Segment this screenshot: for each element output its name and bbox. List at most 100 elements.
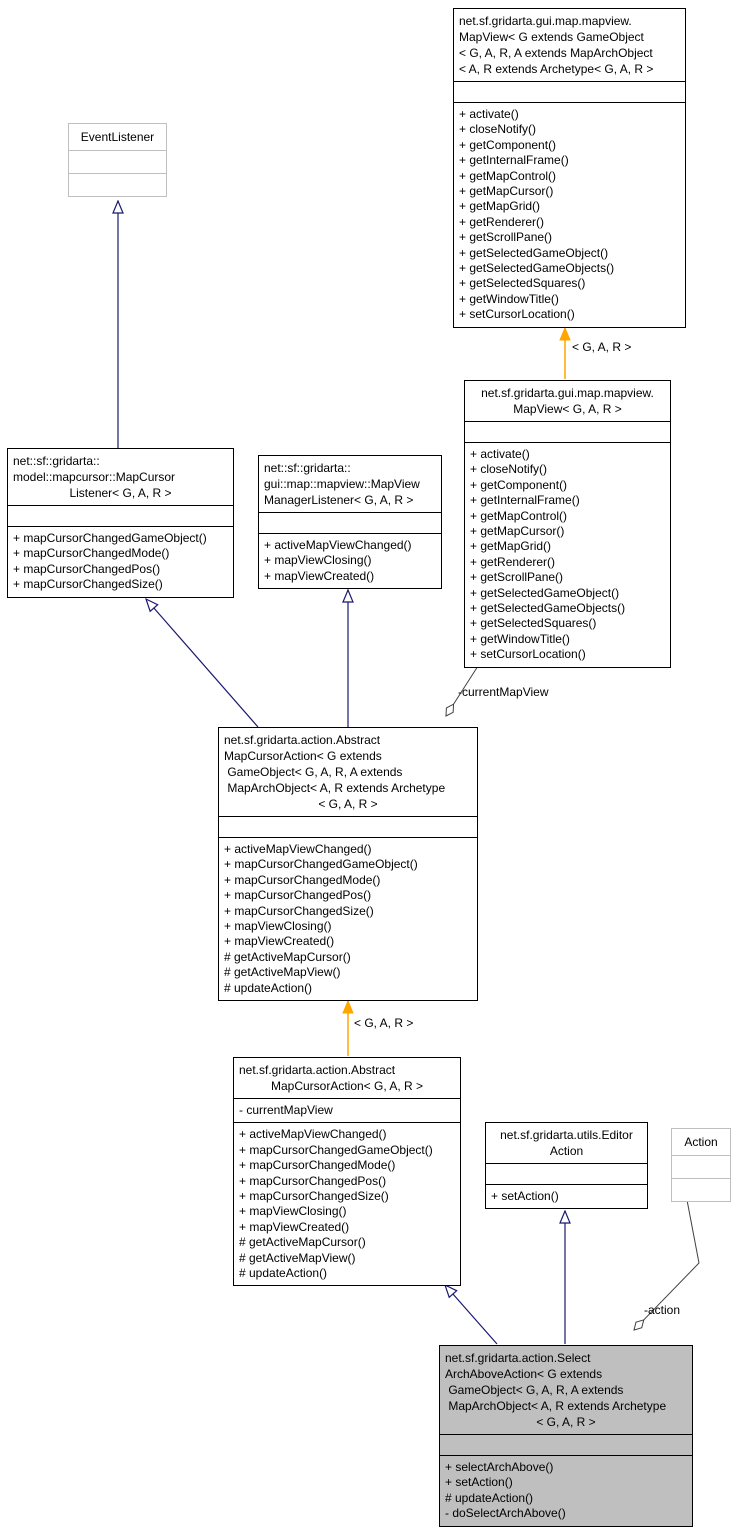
class-title-line: gui::map::mapview::MapView [264,477,420,491]
method: + getSelectedGameObjects() [459,261,615,276]
class-title-line: < G, A, R > [536,1415,596,1429]
method: + activeMapViewChanged() [239,1127,387,1142]
method: + mapCursorChangedGameObject() [13,531,207,545]
method: + getWindowTitle() [459,291,559,306]
method: + getMapCursor() [459,184,554,199]
class-title: net.sf.gridarta.action.Select ArchAboveA… [440,1346,692,1435]
class-box-mapview-gar[interactable]: net.sf.gridarta.gui.map.mapview. MapView… [464,380,671,668]
class-title-line: < A, R extends Archetype< G, A, R > [459,62,654,76]
method: + setCursorLocation() [470,647,586,662]
method: + getSelectedGameObject() [459,245,609,260]
method: + closeNotify() [470,462,548,477]
method: + mapCursorChangedPos() [239,1173,387,1188]
method: + activate() [470,447,530,461]
class-box-eventlistener[interactable]: EventListener [68,123,167,197]
method: + activeMapViewChanged() [264,538,412,552]
attributes-compartment [672,1156,730,1179]
methods-compartment: + activate() + closeNotify() + getCompon… [465,443,670,667]
attribute: - currentMapView [239,1103,333,1117]
class-title-line: net.sf.gridarta.gui.map.mapview. [481,386,654,400]
class-title-line: ManagerListener< G, A, R > [264,493,414,507]
attributes-compartment [454,82,685,103]
methods-compartment: + activeMapViewChanged() + mapCursorChan… [234,1123,460,1285]
method: + mapCursorChangedMode() [239,1158,396,1173]
class-title-line: Action [549,1144,584,1158]
class-box-abstractmapcursoraction-gar[interactable]: net.sf.gridarta.action.Abstract MapCurso… [233,1057,461,1287]
methods-compartment: + selectArchAbove() + setAction() # upda… [440,1456,692,1526]
method: + getComponent() [459,137,557,152]
inheritance-arrow-abstractaction-to-mapcursorlistener [146,599,259,728]
method: + getMapCursor() [470,524,565,539]
class-title: net.sf.gridarta.utils.Editor Action [486,1123,647,1164]
method: + getRenderer() [459,214,545,229]
method: + mapViewClosing() [224,919,332,934]
class-title-line: net::sf::gridarta:: [13,454,100,468]
attributes-compartment [8,506,233,527]
method: + getSelectedSquares() [459,276,586,291]
class-box-mapcursorlistener[interactable]: net::sf::gridarta:: model::mapcursor::Ma… [7,448,234,598]
class-title: net.sf.gridarta.action.Abstract MapCurso… [219,728,477,817]
method: # updateAction() [224,980,313,995]
method: + getMapGrid() [470,539,552,554]
class-title-line: Listener< G, A, R > [69,486,172,500]
method: + getMapControl() [459,168,557,183]
method: + getComponent() [470,477,568,492]
class-title-line: GameObject< G, A, R, A extends [224,765,403,779]
methods-compartment: + setAction() [486,1185,647,1208]
class-box-selectarchaboveaction[interactable]: net.sf.gridarta.action.Select ArchAboveA… [439,1345,693,1527]
usage-edge-action [633,1199,700,1331]
method: + getRenderer() [470,554,556,569]
attributes-compartment: - currentMapView [234,1099,460,1124]
class-title-line: net::sf::gridarta:: [264,461,351,475]
method: + getScrollPane() [459,230,553,245]
attributes-compartment [465,422,670,443]
class-title-line: GameObject< G, A, R, A extends [445,1383,624,1397]
method: + mapViewClosing() [264,553,372,568]
method: + mapCursorChangedSize() [224,903,374,918]
class-title: Action [672,1129,730,1156]
method: # getActiveMapView() [224,965,341,980]
class-title-line: MapArchObject< A, R extends Archetype [445,1399,667,1413]
method: + mapCursorChangedSize() [239,1189,389,1204]
class-title-line: MapCursorAction< G extends [224,749,382,763]
method: # getActiveMapCursor() [239,1235,366,1250]
attributes-compartment [259,513,441,534]
class-title: net.sf.gridarta.gui.map.mapview. MapView… [465,381,670,422]
method: + activate() [459,107,519,121]
class-box-action[interactable]: Action [671,1128,731,1202]
method: + getWindowTitle() [470,631,570,646]
class-box-mapviewmanagerlistener[interactable]: net::sf::gridarta:: gui::map::mapview::M… [258,455,442,590]
attributes-compartment [219,817,477,838]
class-box-abstractmapcursoraction-generic[interactable]: net.sf.gridarta.action.Abstract MapCurso… [218,727,478,1002]
class-title-line: < G, A, R, A extends MapArchObject [459,46,653,60]
class-title: net.sf.gridarta.gui.map.mapview. MapView… [454,9,685,82]
method: + activeMapViewChanged() [224,842,372,856]
class-title-line: net.sf.gridarta.action.Abstract [224,733,381,747]
attributes-compartment [440,1435,692,1456]
method: # updateAction() [239,1266,328,1281]
class-box-editoraction[interactable]: net.sf.gridarta.utils.Editor Action + se… [485,1122,648,1210]
method: + getInternalFrame() [459,153,569,168]
methods-compartment: + activeMapViewChanged() + mapViewClosin… [259,534,441,588]
methods-compartment [69,174,166,196]
class-title-line: MapArchObject< A, R extends Archetype [224,781,446,795]
method: + getScrollPane() [470,570,564,585]
class-box-mapview-generic[interactable]: net.sf.gridarta.gui.map.mapview. MapView… [453,8,686,328]
edge-label-template-instantiation: < G, A, R > [572,340,632,354]
class-title-line: < G, A, R > [318,797,378,811]
method: + setCursorLocation() [459,307,575,322]
method: + mapCursorChangedGameObject() [239,1142,433,1157]
class-title-line: net.sf.gridarta.action.Abstract [239,1063,396,1077]
methods-compartment: + mapCursorChangedGameObject() + mapCurs… [8,527,233,597]
methods-compartment: + activate() + closeNotify() + getCompon… [454,103,685,327]
class-title-line: net.sf.gridarta.gui.map.mapview. [459,14,632,28]
edge-label-template-instantiation: < G, A, R > [354,1016,414,1030]
method: # getActiveMapCursor() [224,949,351,964]
class-title: EventListener [69,124,166,151]
class-title: net.sf.gridarta.action.Abstract MapCurso… [234,1058,460,1099]
class-title-line: net.sf.gridarta.action.Select [445,1351,591,1365]
method: + getSelectedSquares() [470,616,597,631]
attributes-compartment [69,151,166,174]
